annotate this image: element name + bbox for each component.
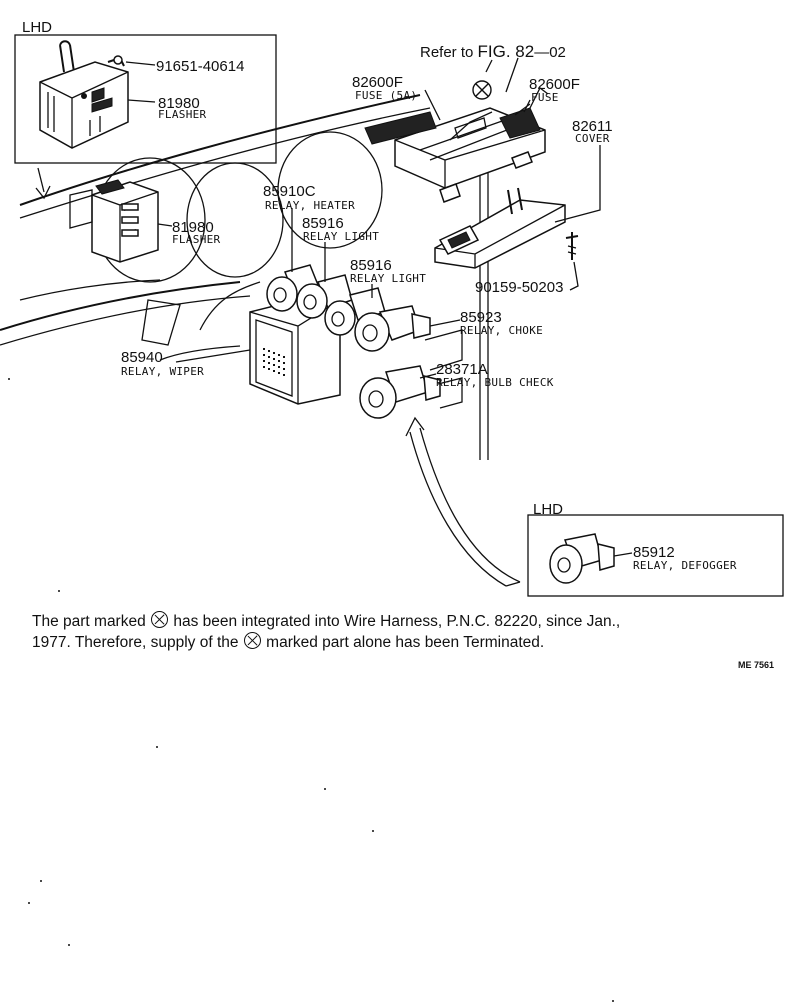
lhd-inset-label-2: LHD (533, 501, 563, 518)
lhd-inset-label: LHD (22, 19, 52, 36)
part-name-relay-choke: RELAY, CHOKE (460, 324, 543, 337)
scan-speck (68, 944, 70, 946)
part-name-relay-light-b: RELAY LIGHT (350, 272, 426, 285)
scan-speck (28, 902, 30, 904)
drawing-code: ME 7561 (738, 660, 775, 670)
footnote-line1-a: The part marked (32, 613, 146, 630)
x-mark-icon (472, 80, 492, 100)
scan-speck (58, 590, 60, 592)
curved-arrow-icon (405, 416, 521, 587)
scan-speck (612, 1000, 614, 1002)
footnote-line2-a: 1977. Therefore, supply of the (32, 634, 239, 651)
relay-defogger-drawing (549, 533, 615, 584)
relay-choke-drawing (354, 305, 463, 371)
flasher-inset-drawing (39, 40, 129, 149)
part-name-relay-light-a: RELAY LIGHT (303, 230, 379, 243)
part-name-flasher: FLASHER (172, 233, 221, 246)
part-number-91651-40614: 91651-40614 (156, 58, 244, 75)
scan-speck (372, 830, 374, 832)
part-name-fuse-5a: FUSE (5A) (355, 89, 417, 102)
scan-speck (324, 788, 326, 790)
lhd-inset-top-left: LHD 91651-40614 81980 FLASHER (14, 19, 277, 164)
fuse-holder-drawing (364, 87, 549, 203)
part-number-85910c: 85910C (263, 183, 316, 200)
part-name-cover: COVER (575, 132, 610, 145)
part-name-fuse: FUSE (531, 91, 559, 104)
part-name-flasher-inset: FLASHER (158, 108, 207, 121)
part-number-81980-inset: 81980 (158, 95, 200, 112)
part-number-85916-a: 85916 (302, 215, 344, 232)
x-mark-icon (243, 632, 261, 649)
part-name-relay-heater: RELAY, HEATER (265, 199, 355, 212)
part-name-relay-bulb-check: RELAY, BULB CHECK (436, 376, 554, 389)
part-number-82600f-5a: 82600F (352, 74, 403, 91)
part-number-82600f: 82600F (529, 76, 580, 93)
cover-drawing (434, 187, 566, 269)
footnote: The part marked has been integrated into… (32, 611, 762, 653)
part-number-90159-50203: 90159-50203 (475, 279, 563, 296)
screw-icon (565, 232, 579, 260)
scan-speck (156, 746, 158, 748)
scan-speck (8, 378, 10, 380)
scan-speck (40, 880, 42, 882)
part-name-relay-wiper: RELAY, WIPER (121, 365, 204, 378)
part-number-85912: 85912 (633, 544, 675, 561)
flasher-dashboard-drawing (69, 179, 159, 263)
part-number-28371a: 28371A (436, 361, 488, 378)
part-number-85923: 85923 (460, 309, 502, 326)
relay-bulb-check-drawing (359, 365, 463, 419)
footnote-line2-b: marked part alone has been Terminated. (266, 634, 545, 651)
footnote-line1-b: has been integrated into Wire Harness, P… (173, 613, 621, 630)
part-name-relay-defogger: RELAY, DEFOGGER (633, 559, 737, 572)
part-number-85940: 85940 (121, 349, 163, 366)
refer-to-figure: Refer to FIG. 82—02 (420, 42, 566, 61)
relay-light-2-drawing (324, 287, 386, 336)
part-number-85916-b: 85916 (350, 257, 392, 274)
x-mark-icon (151, 611, 169, 628)
part-number-81980: 81980 (172, 219, 214, 236)
inset-arrow-icon (35, 167, 51, 200)
lhd-inset-bottom-right: LHD 85912 RELAY, DEFOGGER (527, 501, 784, 597)
part-number-82611: 82611 (572, 118, 613, 135)
